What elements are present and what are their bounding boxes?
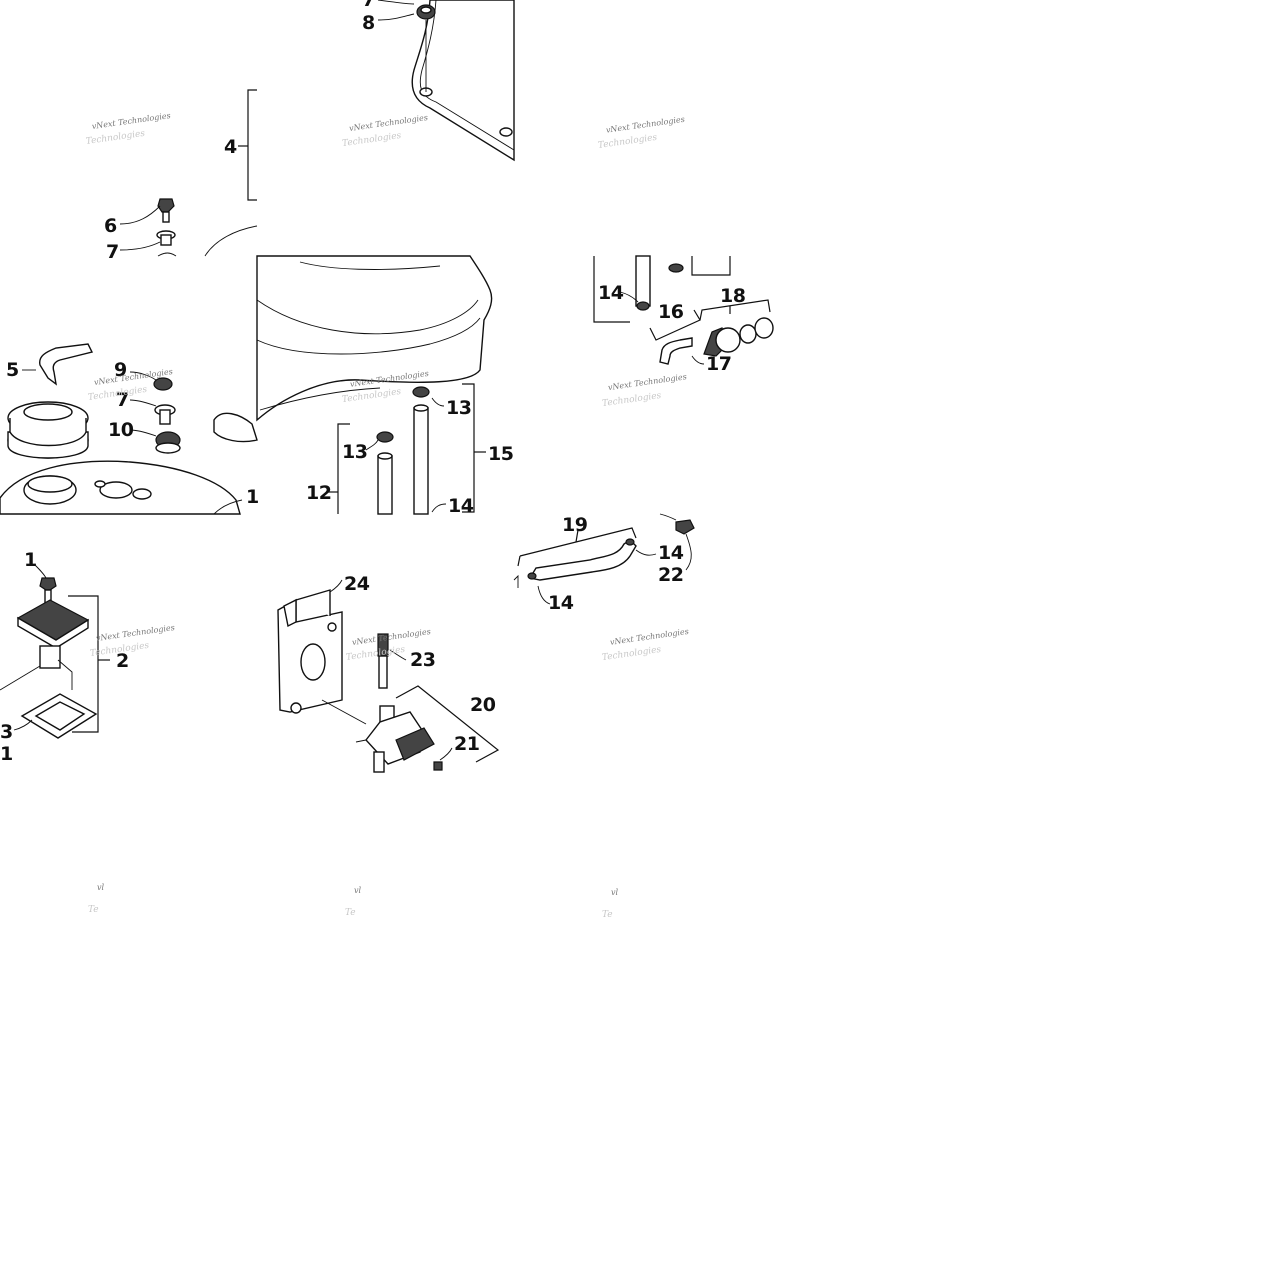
- watermark-text: vNext Technologies: [609, 627, 689, 647]
- callout-15: 15: [488, 443, 513, 465]
- callout-6: 6: [104, 215, 117, 237]
- watermark-text: vNext Technologies: [91, 111, 171, 131]
- callout-10: 10: [108, 419, 134, 441]
- watermark-fragment: vl: [611, 888, 619, 897]
- callout-7: 7: [106, 241, 119, 263]
- fuel-cap-part: [7, 401, 89, 459]
- callout-9: 9: [114, 359, 127, 381]
- callout-1: 1: [0, 743, 13, 765]
- watermark-shadow: Technologies: [342, 131, 403, 149]
- watermark-fragment: Te: [602, 910, 613, 920]
- sender-plate-part: [0, 599, 90, 691]
- callout-labels: 7 8 4 6 7 5 9 7 10 1 13 13 15 12 14 14 1…: [0, 0, 746, 765]
- tile-vent-parts: [593, 255, 774, 365]
- watermark-shadow: Technologies: [341, 387, 402, 405]
- watermark-text: vNext Technologies: [605, 115, 685, 135]
- tile-tank-top: [377, 0, 515, 162]
- callout-14: 14: [548, 592, 574, 614]
- callout-14: 14: [598, 282, 624, 304]
- tile-vent-hose: [513, 513, 695, 605]
- watermark-shadow: Technologies: [85, 129, 146, 147]
- callout-13: 13: [446, 397, 471, 419]
- watermark-fragment: Te: [345, 908, 356, 918]
- callout-1: 1: [246, 486, 259, 508]
- watermark-shadow: Technologies: [601, 645, 662, 663]
- watermark-text: vNext Technologies: [349, 113, 429, 133]
- callout-17: 17: [706, 353, 731, 375]
- callout-22: 22: [658, 564, 683, 586]
- callout-7: 7: [362, 0, 375, 11]
- callout-20: 20: [470, 694, 496, 716]
- callout-3: 3: [0, 721, 13, 743]
- watermarks: Technologies vNext Technologies Technolo…: [85, 111, 689, 920]
- watermark-fragment: vl: [354, 886, 362, 895]
- callout-23: 23: [410, 649, 435, 671]
- watermark-shadow: Technologies: [345, 645, 406, 663]
- callout-16: 16: [658, 301, 684, 323]
- tile-tank-cap: [0, 89, 258, 515]
- callout-4: 4: [224, 136, 237, 158]
- watermark-text: vNext Technologies: [95, 623, 175, 643]
- callout-12: 12: [306, 482, 331, 504]
- watermark-fragment: vl: [97, 883, 105, 892]
- callout-14: 14: [448, 495, 474, 517]
- watermark-text: vNext Technologies: [607, 372, 687, 392]
- callout-2: 2: [116, 650, 129, 672]
- callout-13: 13: [342, 441, 367, 463]
- watermark-shadow: Technologies: [602, 391, 663, 409]
- callout-14: 14: [658, 542, 684, 564]
- callout-7: 7: [116, 389, 129, 411]
- watermark-fragment: Te: [88, 905, 99, 915]
- callout-18: 18: [720, 285, 746, 307]
- callout-1: 1: [24, 549, 37, 571]
- watermark-text: vNext Technologies: [351, 627, 431, 647]
- callout-21: 21: [454, 733, 479, 755]
- callout-8: 8: [362, 12, 375, 34]
- tile-fuel-valve: [277, 579, 500, 773]
- callout-5: 5: [6, 359, 19, 381]
- watermark-shadow: Technologies: [597, 133, 658, 151]
- callout-19: 19: [562, 514, 587, 536]
- callout-24: 24: [344, 573, 370, 595]
- tile-tank-side: [256, 255, 493, 515]
- tile-fuel-sender: [0, 563, 110, 739]
- fuel-valve-part: [355, 705, 435, 773]
